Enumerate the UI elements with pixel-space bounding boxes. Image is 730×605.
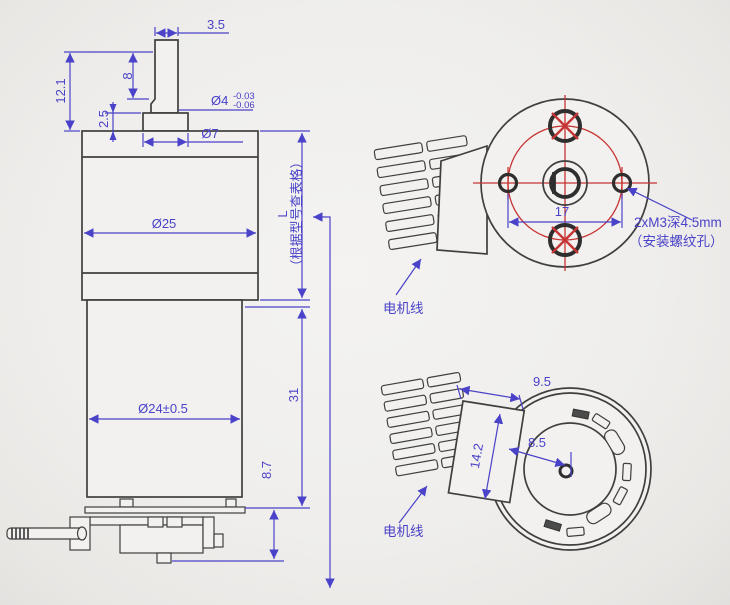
dim-length-L: L （根据型号查表格） <box>275 133 307 298</box>
motor-wire-label-rear: 电机线 <box>383 485 428 539</box>
screw-cross-marks <box>551 112 579 254</box>
svg-text:8.7: 8.7 <box>259 461 274 479</box>
svg-text:（根据型号查表格）: （根据型号查表格） <box>289 155 304 272</box>
wire-connector-block-rear <box>447 400 526 504</box>
svg-text:3.5: 3.5 <box>207 17 225 32</box>
svg-text:8.5: 8.5 <box>528 435 546 450</box>
extension-lines <box>64 27 310 562</box>
endcap-body <box>119 524 204 554</box>
wire-connector-front <box>436 144 488 255</box>
thread-note: 2xM3深4.5mm （安装螺纹孔） <box>626 187 724 249</box>
dim-boss-height: 2.5 <box>96 102 117 142</box>
endcap-plate <box>84 506 246 514</box>
svg-text:电机线: 电机线 <box>383 301 424 316</box>
svg-text:Ø25: Ø25 <box>152 216 177 231</box>
svg-text:-0.03: -0.03 <box>233 91 255 102</box>
svg-text:（安装螺纹孔）: （安装螺纹孔） <box>629 234 724 249</box>
mounting-hole-left <box>497 172 519 194</box>
endcap-right-step-2 <box>213 533 224 548</box>
overall-length-leader <box>313 212 335 588</box>
dim-connector-width: 9.5 <box>456 374 551 410</box>
motor-wire-side <box>6 526 88 541</box>
rear-view: 9.5 14.2 8.5 电机线 <box>380 371 652 551</box>
rear-inner-circle <box>523 422 617 516</box>
endcap-tab-right <box>225 498 237 508</box>
svg-text:14.2: 14.2 <box>467 442 486 470</box>
motor-shaft <box>150 39 179 114</box>
dim-boss-diameter: Ø7 <box>144 126 243 147</box>
svg-text:L: L <box>275 210 290 217</box>
svg-text:Ø24±0.5: Ø24±0.5 <box>138 401 188 416</box>
svg-text:8: 8 <box>120 72 135 79</box>
svg-text:Ø4: Ø4 <box>211 93 228 108</box>
screw-top <box>548 109 582 143</box>
side-view: 3.5 8 12.1 2.5 Ø4 -0.03 -0.06 Ø7 <box>6 17 335 588</box>
vent-slots <box>543 408 632 537</box>
dim-motor-diameter: Ø24±0.5 <box>89 401 240 424</box>
dim-shaft-length: 8 <box>120 53 138 98</box>
dim-endcap-height: 8.7 <box>259 461 279 559</box>
svg-text:电机线: 电机线 <box>383 524 424 539</box>
svg-text:31: 31 <box>286 388 301 402</box>
gearbox-body <box>81 130 259 301</box>
dim-hole-spacing: 17 <box>507 194 623 228</box>
dim-motor-length: 31 <box>286 309 307 506</box>
endcap-right-step-1 <box>202 516 215 549</box>
shaft-boss <box>142 112 189 132</box>
svg-text:9.5: 9.5 <box>533 374 551 389</box>
endcap-band <box>89 516 204 526</box>
dim-center-offset: 8.5 <box>508 435 572 477</box>
svg-text:2.5: 2.5 <box>96 110 111 128</box>
svg-text:17: 17 <box>555 204 569 219</box>
dim-shaft-total: 12.1 <box>53 53 75 130</box>
svg-text:-0.06: -0.06 <box>233 100 255 111</box>
dim-shaft-diameter: Ø4 -0.03 -0.06 <box>211 91 255 111</box>
dim-gearbox-diameter: Ø25 <box>84 216 256 238</box>
front-view: 17 2xM3深4.5mm （安装螺纹孔） 电机线 <box>373 95 724 316</box>
endcap-tab-left <box>119 498 134 508</box>
endcap-bottom-tab <box>156 552 172 564</box>
svg-text:12.1: 12.1 <box>53 78 68 103</box>
shaft-hub <box>542 160 588 206</box>
svg-text:2xM3深4.5mm: 2xM3深4.5mm <box>634 215 722 230</box>
dim-shaft-flat: 3.5 <box>156 17 229 38</box>
motor-wire-label-front: 电机线 <box>383 258 424 316</box>
endcap-terminal-1 <box>147 516 164 528</box>
dim-connector-height: 14.2 <box>467 413 504 500</box>
mounting-hole-right <box>611 172 633 194</box>
rear-center-hole <box>558 463 574 479</box>
endcap-terminal-2 <box>166 516 183 528</box>
svg-text:Ø7: Ø7 <box>201 126 218 141</box>
motor-can <box>86 299 243 498</box>
